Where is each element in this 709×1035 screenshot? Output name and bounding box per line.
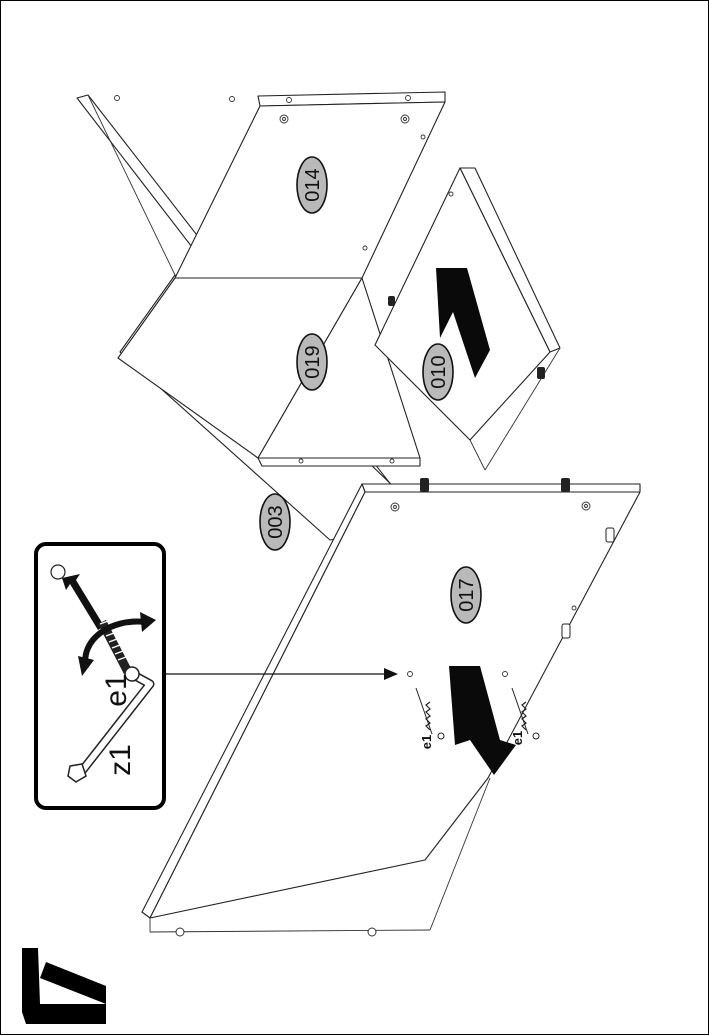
part-tag-017 [450,566,482,624]
dowel-010-a [537,367,545,379]
cam-017-a [605,527,615,543]
screw-label-e1-left: e1 [419,735,434,749]
part-label-017: 017 [456,578,478,611]
detail-box: e1 z1 [34,542,166,810]
detail-hole [50,564,66,580]
detail-pull-arrow [62,574,104,630]
part-label-014: 014 [302,168,324,201]
foot-right [367,927,377,937]
panel-019: 019 [117,277,421,467]
panel-014: 014 [174,91,446,279]
dowel-017-b [561,478,570,492]
dowel-010-b [388,296,395,306]
dowel-017-a [420,478,429,492]
step-number-glyph [22,948,106,1024]
step-number: 7 [22,948,106,1024]
part-tag-003 [259,493,291,551]
detail-label-e1: e1 [100,673,133,706]
screw-label-e1-right: e1 [510,731,525,745]
cam-017-b [561,623,571,639]
panel-017: 017 [141,478,641,937]
screw-e1-right: e1 [510,687,540,745]
foot-left [175,927,185,937]
part-tag-010 [422,343,454,401]
insert-arrow-010 [436,268,490,378]
part-tag-014 [296,156,328,214]
part-label-019: 019 [302,345,324,378]
part-label-010: 010 [428,355,450,388]
detail-label-z1: z1 [104,744,137,776]
part-label-003: 003 [265,505,287,538]
callout-arrowhead [384,668,398,680]
insert-arrow-017 [449,666,516,775]
panel-010: 010 [374,167,561,471]
part-tag-019 [296,333,328,391]
screw-e1-left: e1 [415,687,445,749]
